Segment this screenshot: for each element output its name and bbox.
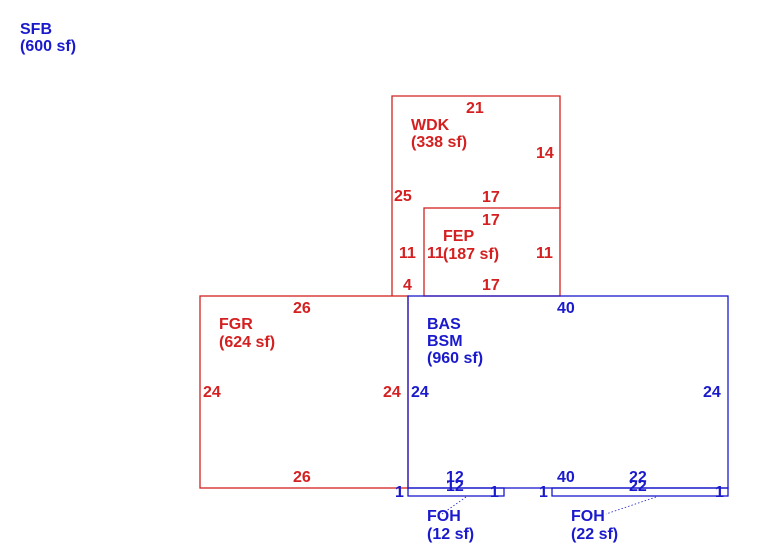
- foh2-leader-line: [605, 496, 657, 515]
- foh1-top-dim: 12: [446, 469, 464, 486]
- foh1-left-dim: 1: [395, 484, 404, 501]
- fgr-code: FGR: [219, 316, 253, 333]
- foh1-leader-line: [441, 496, 467, 515]
- foh1-outline: [407, 487, 505, 497]
- fgr-notch-dim: 4: [403, 277, 412, 294]
- bas-right-dim: 24: [703, 384, 721, 401]
- wdk-left-dim: 25: [394, 188, 412, 205]
- fgr-top-dim: 26: [293, 300, 311, 317]
- foh2-right-dim: 1: [715, 484, 724, 501]
- foh2-left-dim: 1: [539, 484, 548, 501]
- wdk-area: (338 sf): [411, 134, 467, 151]
- wdk-outline: [391, 95, 561, 296]
- fgr-area: (624 sf): [219, 334, 275, 351]
- bas-left-dim: 24: [411, 384, 429, 401]
- fep-top-dim: 17: [482, 212, 500, 229]
- fep-bottom-dim: 17: [482, 277, 500, 294]
- sfb-code: SFB: [20, 21, 52, 38]
- bsm-code: BSM: [427, 333, 463, 350]
- fep-left-dim: 11: [399, 245, 416, 262]
- wdk-top-dim: 21: [466, 100, 484, 117]
- bas-code: BAS: [427, 316, 461, 333]
- bas-top-dim: 40: [557, 300, 575, 317]
- wdk-bottom-dim: 17: [482, 189, 500, 206]
- fep-left-inner-dim: 11: [427, 245, 444, 262]
- fep-area: (187 sf): [443, 246, 499, 263]
- bas-bottom-dim: 40: [557, 469, 575, 486]
- foh2-bottom-dim: 22: [629, 478, 647, 495]
- fgr-bottom-dim: 26: [293, 469, 311, 486]
- foh1-code: FOH: [427, 508, 461, 525]
- foh1-right-dim: 1: [490, 484, 499, 501]
- foh2-top-dim: 22: [629, 469, 647, 486]
- wdk-right-dim: 14: [536, 145, 554, 162]
- foh2-outline: [551, 487, 729, 497]
- foh2-code: FOH: [571, 508, 605, 525]
- wdk-code: WDK: [411, 117, 450, 134]
- foh2-area: (22 sf): [571, 526, 618, 543]
- bas-area: (960 sf): [427, 350, 483, 367]
- fgr-left-dim: 24: [203, 384, 221, 401]
- fep-code: FEP: [443, 228, 474, 245]
- foh1-area: (12 sf): [427, 526, 474, 543]
- foh1-bottom-dim: 12: [446, 478, 464, 495]
- sfb-area: (600 sf): [20, 38, 76, 55]
- fgr-right-dim: 24: [383, 384, 401, 401]
- fep-right-dim: 11: [536, 245, 553, 262]
